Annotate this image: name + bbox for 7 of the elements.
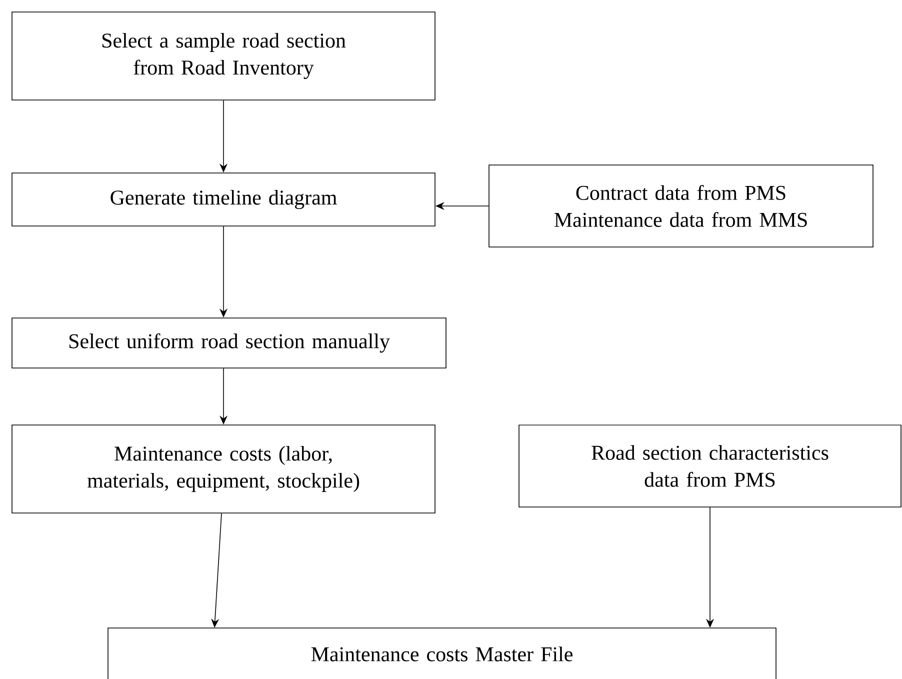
process-box: Select a sample road section from Road Inventory xyxy=(12,12,436,100)
process-box: Select uniform road section manually xyxy=(12,318,446,368)
process-box-label: Maintenance costs Master File xyxy=(311,646,572,662)
process-box: Road section characteristics data from PMS xyxy=(518,424,902,508)
process-box: Contract data from PMS Maintenance data from MMS xyxy=(488,164,874,248)
process-box: Generate timeline diagram xyxy=(12,172,436,226)
process-box: Maintenance costs (labor, materials, equipment, stockpile) xyxy=(12,424,436,514)
